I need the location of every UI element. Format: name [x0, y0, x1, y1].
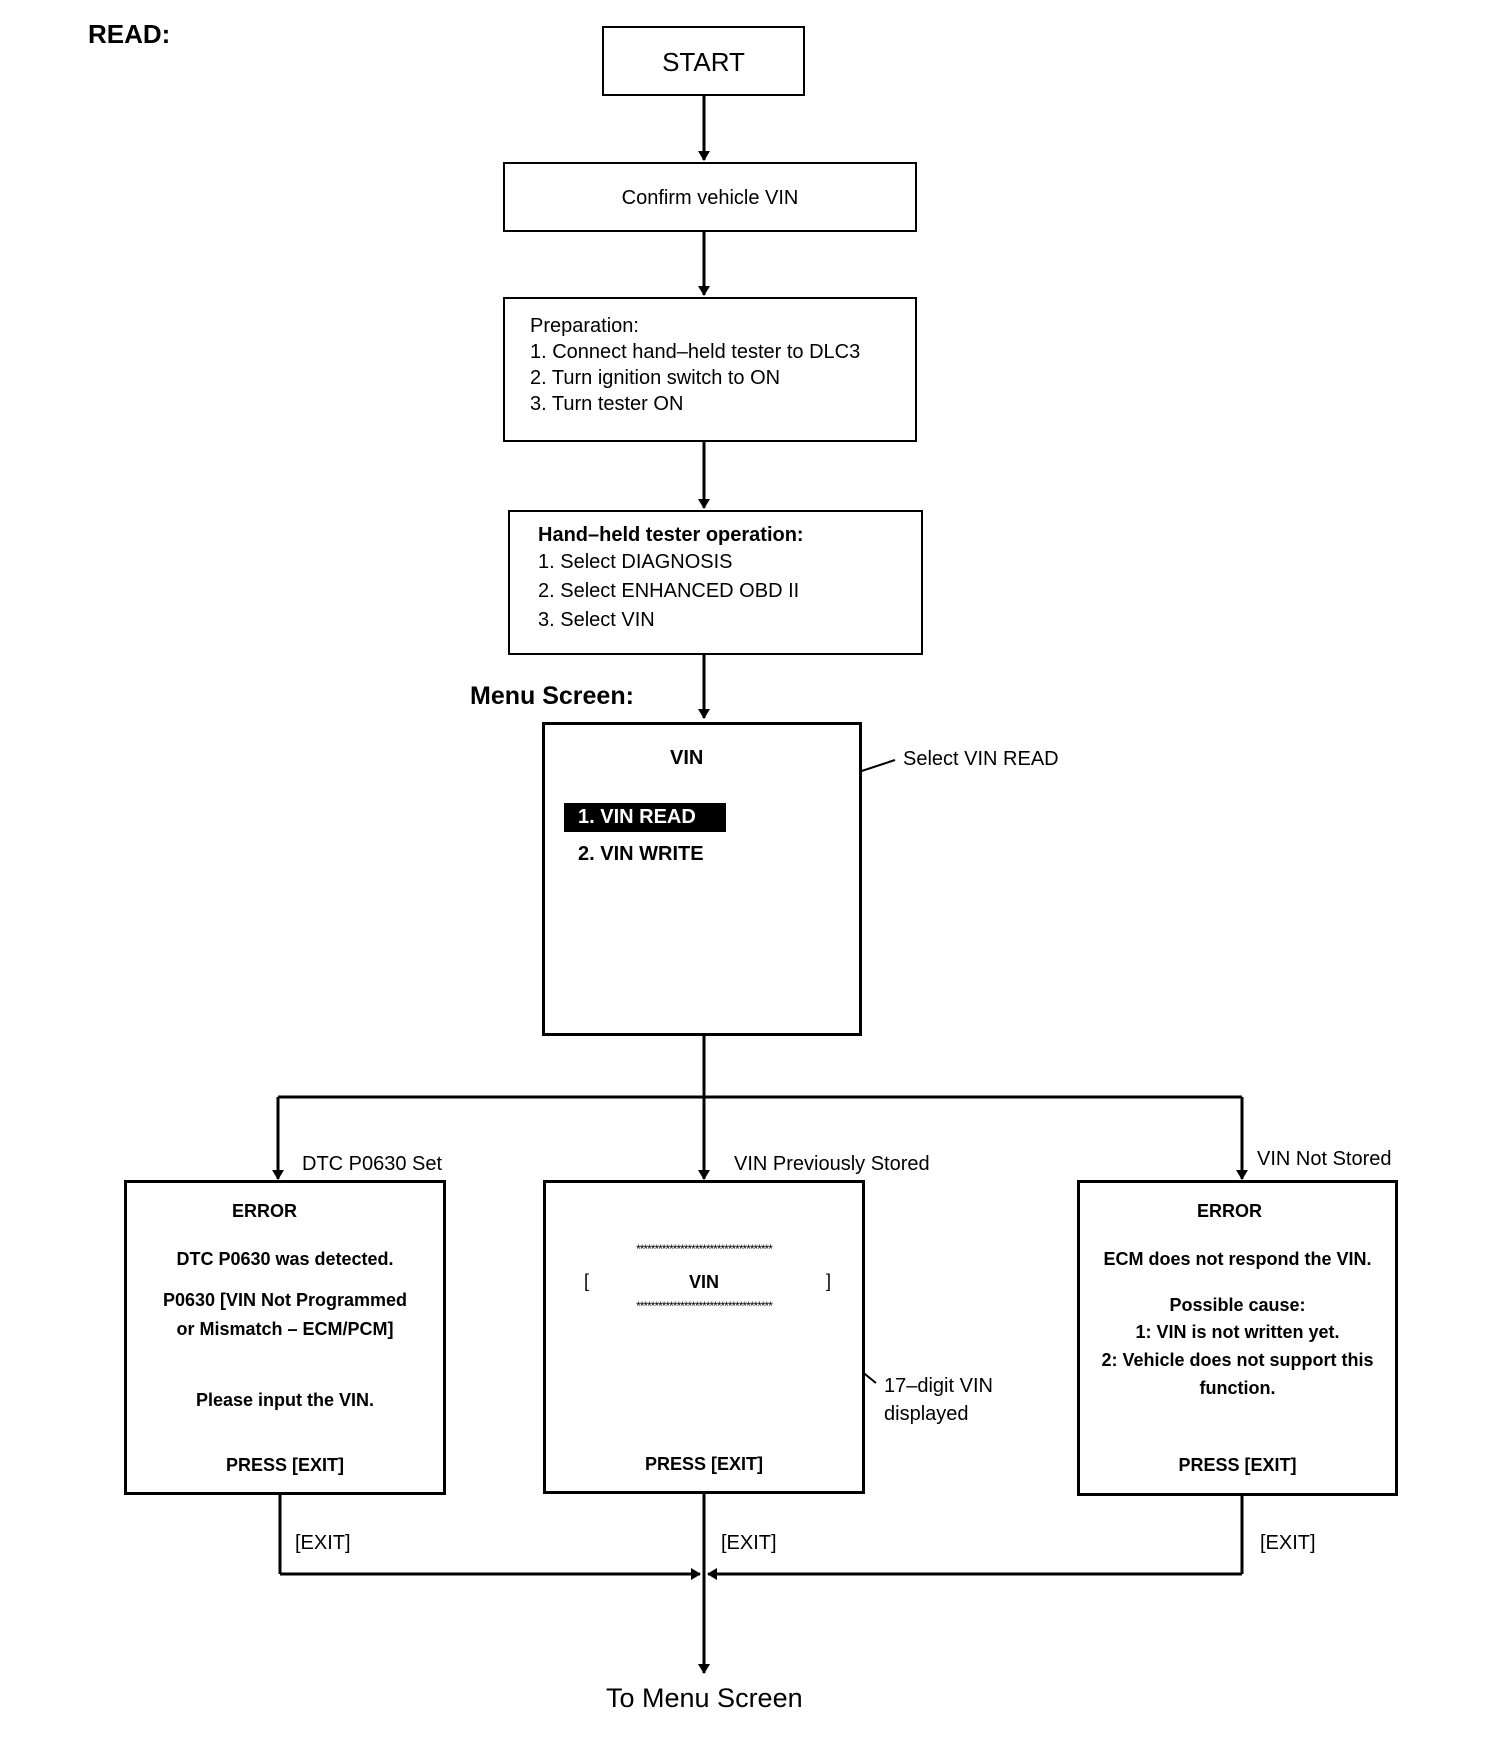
menu-option-vin-read[interactable]: 1. VIN READ: [564, 803, 726, 832]
start-label: START: [662, 47, 745, 77]
vin-callout-line-1: 17–digit VIN: [884, 1375, 993, 1397]
tester-operation-title: Hand–held tester operation:: [538, 524, 804, 546]
error-not-stored-line-3: 1: VIN is not written yet.: [1135, 1322, 1340, 1342]
error-dtc-press-exit[interactable]: PRESS [EXIT]: [225, 1455, 345, 1475]
tester-step-1: 1. Select DIAGNOSIS: [538, 551, 733, 573]
error-dtc-title: ERROR: [232, 1201, 298, 1221]
vin-stored-box: ************************************* [ …: [543, 1180, 865, 1494]
exit-label-right: [EXIT]: [1260, 1532, 1316, 1554]
menu-screen-box: VIN 1. VIN READ 2. VIN WRITE: [542, 722, 862, 1036]
vin-value: VIN: [688, 1272, 719, 1292]
vin-bracket-left: [: [584, 1271, 590, 1291]
select-vin-read-callout: Select VIN READ: [903, 748, 1059, 770]
exit-label-center: [EXIT]: [721, 1532, 777, 1554]
branch-label-vin-not-stored: VIN Not Stored: [1257, 1148, 1392, 1170]
error-dtc-line-1: DTC P0630 was detected.: [176, 1249, 394, 1269]
error-not-stored-line-5: function.: [1199, 1378, 1276, 1398]
error-not-stored-line-1: ECM does not respond the VIN.: [1103, 1249, 1372, 1269]
preparation-step-3: 3. Turn tester ON: [530, 393, 684, 415]
error-not-stored-press-exit[interactable]: PRESS [EXIT]: [1178, 1455, 1297, 1475]
to-menu-screen-label: To Menu Screen: [606, 1683, 803, 1713]
error-not-stored-line-4: 2: Vehicle does not support this: [1101, 1350, 1374, 1370]
tester-operation-box: Hand–held tester operation: 1. Select DI…: [508, 510, 923, 655]
error-not-stored-box: ERROR ECM does not respond the VIN. Poss…: [1077, 1180, 1398, 1496]
confirm-vin-box: Confirm vehicle VIN: [503, 162, 917, 232]
branch-label-dtc: DTC P0630 Set: [302, 1153, 443, 1175]
error-dtc-line-4: Please input the VIN.: [195, 1390, 375, 1410]
preparation-step-2: 2. Turn ignition switch to ON: [530, 367, 781, 389]
vin-bracket-right: ]: [826, 1271, 832, 1291]
tester-step-2: 2. Select ENHANCED OBD II: [538, 580, 800, 602]
confirm-vin-label: Confirm vehicle VIN: [621, 187, 799, 209]
vin-stored-press-exit[interactable]: PRESS [EXIT]: [644, 1454, 764, 1474]
preparation-step-1: 1. Connect hand–held tester to DLC3: [530, 341, 861, 363]
section-label: READ:: [88, 19, 171, 49]
error-dtc-box: ERROR DTC P0630 was detected. P0630 [VIN…: [124, 1180, 446, 1495]
preparation-title: Preparation:: [530, 315, 639, 337]
error-dtc-line-2: P0630 [VIN Not Programmed: [162, 1290, 408, 1310]
vin-stars-top: *************************************: [636, 1242, 773, 1256]
start-box: START: [602, 26, 805, 96]
error-not-stored-line-2: Possible cause:: [1169, 1295, 1306, 1315]
exit-label-left: [EXIT]: [295, 1532, 351, 1554]
vin-callout-line-2: displayed: [884, 1403, 969, 1425]
error-not-stored-title: ERROR: [1197, 1201, 1263, 1221]
vin-stars-bottom: *************************************: [636, 1299, 773, 1313]
tester-step-3: 3. Select VIN: [538, 609, 655, 631]
menu-screen-title: VIN: [670, 747, 704, 769]
menu-screen-label: Menu Screen:: [470, 682, 634, 710]
menu-option-vin-write[interactable]: 2. VIN WRITE: [578, 843, 704, 865]
error-dtc-line-3: or Mismatch – ECM/PCM]: [176, 1319, 394, 1339]
branch-label-vin-stored: VIN Previously Stored: [734, 1153, 930, 1175]
preparation-box: Preparation: 1. Connect hand–held tester…: [503, 297, 917, 442]
